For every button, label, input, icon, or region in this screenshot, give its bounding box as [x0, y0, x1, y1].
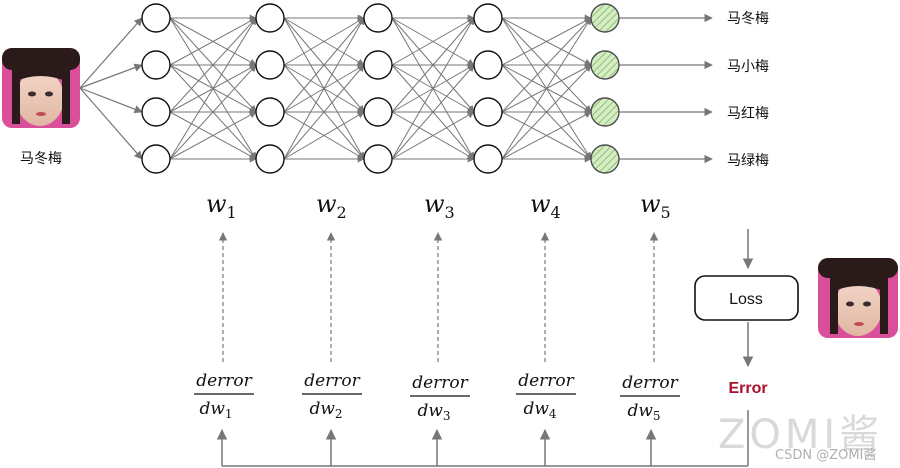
neuron: [363, 50, 393, 80]
weight-labels: w1 w2 w3 w4 w5: [206, 190, 671, 222]
network-edge: [169, 17, 257, 66]
output-label-3: 马红梅: [727, 105, 769, 121]
neuron: [141, 3, 171, 33]
loss-box: Loss: [694, 275, 799, 321]
network-edges: [169, 14, 592, 163]
svg-text:dw3: dw3: [417, 401, 450, 423]
gradient-dw5: derror dw5: [620, 373, 680, 423]
target-photo: [818, 258, 898, 338]
gradient-dw4: derror dw4: [516, 371, 576, 421]
gradient-dw2: derror dw2: [302, 371, 362, 421]
weight-w1: w1: [206, 190, 237, 222]
weight-w3: w3: [424, 190, 455, 222]
neuron: [473, 144, 503, 174]
output-labels: 马冬梅 马小梅 马红梅 马绿梅: [727, 10, 769, 168]
network-edge: [169, 64, 257, 160]
input-label: 马冬梅: [20, 150, 62, 166]
svg-text:dw4: dw4: [523, 399, 556, 421]
neuron: [141, 50, 171, 80]
network-edge: [391, 17, 475, 160]
neuron: [141, 97, 171, 127]
gradient-dw1: derror dw1: [194, 371, 254, 421]
neuron: [255, 3, 285, 33]
neuron: [255, 97, 285, 127]
output-neuron: [590, 3, 620, 33]
network-edge: [283, 17, 365, 160]
input-arrow: [79, 63, 143, 89]
output-neuron: [590, 97, 620, 127]
feedback-path: [216, 410, 749, 467]
gradient-dw3: derror dw3: [410, 373, 470, 423]
input-arrows: [79, 17, 143, 160]
network-edge: [283, 17, 365, 113]
loss-label: Loss: [729, 291, 763, 308]
svg-text:derror: derror: [412, 373, 468, 393]
network-edge: [283, 17, 365, 66]
svg-text:derror: derror: [196, 371, 252, 391]
neuron: [363, 144, 393, 174]
error-label: Error: [728, 380, 767, 397]
output-neuron: [590, 144, 620, 174]
input-arrow: [79, 87, 143, 160]
network-edge: [391, 17, 475, 113]
svg-text:derror: derror: [622, 373, 678, 393]
neuron: [473, 97, 503, 127]
weight-w2: w2: [316, 190, 347, 222]
network-edge: [391, 64, 475, 160]
svg-text:dw2: dw2: [309, 399, 342, 421]
output-label-2: 马小梅: [727, 58, 769, 74]
watermark-credit: CSDN @ZOMI酱: [775, 448, 876, 463]
neuron: [363, 3, 393, 33]
svg-text:derror: derror: [304, 371, 360, 391]
gradient-dashed-arrows: [218, 232, 659, 362]
neuron: [473, 50, 503, 80]
svg-text:derror: derror: [518, 371, 574, 391]
weight-w4: w4: [530, 190, 561, 222]
network-edge: [501, 17, 592, 113]
output-arrows: [619, 13, 713, 164]
input-arrow: [79, 17, 143, 89]
output-label-4: 马绿梅: [727, 152, 769, 168]
network-edge: [169, 111, 257, 160]
neuron: [255, 144, 285, 174]
output-neuron: [590, 50, 620, 80]
neuron: [141, 144, 171, 174]
weight-w5: w5: [640, 190, 671, 222]
neuron: [255, 50, 285, 80]
network-edge: [283, 64, 365, 160]
watermark-logo: ZOMI酱: [718, 412, 883, 458]
network-edge: [283, 111, 365, 160]
input-arrow: [79, 87, 143, 114]
network-edge: [169, 17, 257, 160]
network-edge: [391, 17, 475, 66]
network-edge: [391, 111, 475, 160]
input-photo: [2, 48, 80, 128]
output-label-1: 马冬梅: [727, 10, 769, 26]
svg-text:dw1: dw1: [199, 399, 232, 421]
network-edge: [501, 64, 592, 160]
gradient-fractions: derror dw1 derror dw2 derror dw3 derror …: [194, 371, 680, 423]
neuron: [363, 97, 393, 127]
svg-text:dw5: dw5: [627, 401, 660, 423]
network-nodes: [141, 3, 620, 174]
network-edge: [501, 111, 592, 160]
neuron: [473, 3, 503, 33]
network-edge: [501, 17, 592, 66]
network-edge: [501, 17, 592, 160]
network-edge: [169, 17, 257, 113]
